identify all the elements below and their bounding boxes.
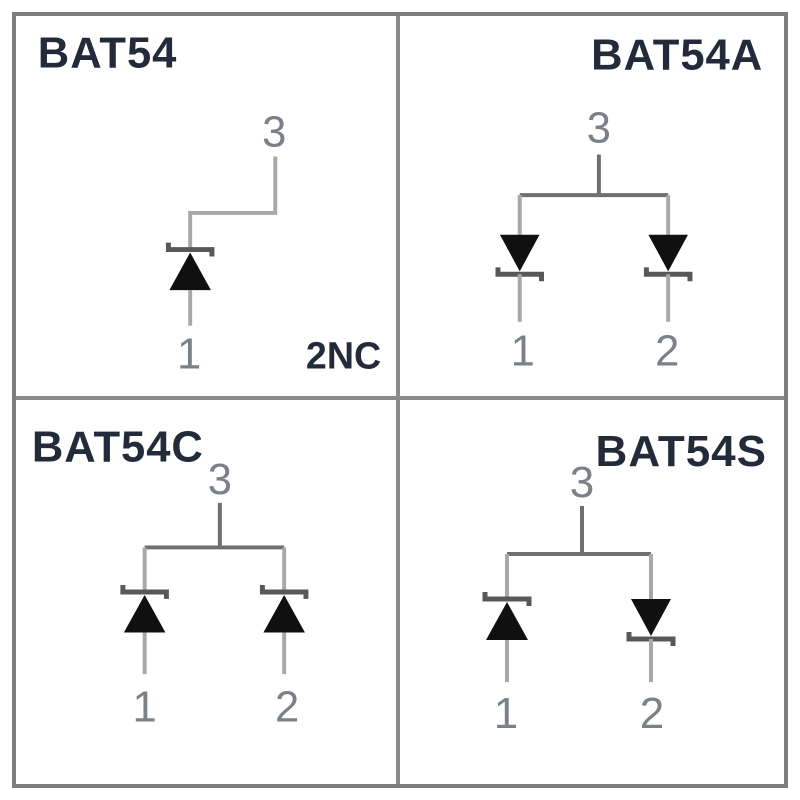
schottky-diode-up-right: [259, 585, 309, 633]
anode-triangle: [499, 234, 540, 272]
pin-label-1: 1: [133, 684, 157, 732]
panel-bat54s: BAT54S 3 1 2: [400, 400, 784, 784]
pin-label-1: 1: [177, 330, 201, 378]
anode-triangle: [169, 252, 211, 291]
cathode-bar: [259, 585, 309, 599]
schottky-diode-down-right: [626, 599, 676, 646]
bat54c-schematic: BAT54C 3 1 2: [32, 423, 309, 732]
pin-label-2: 2: [275, 684, 299, 732]
bat54a-schematic: BAT54A 3 1 2: [495, 31, 763, 375]
pin-label-3: 3: [570, 458, 594, 507]
pin-label-3: 3: [262, 109, 286, 157]
schottky-diode-up-left: [120, 585, 169, 633]
part-title-bat54s: BAT54S: [596, 427, 767, 476]
part-title-bat54a: BAT54A: [591, 31, 763, 79]
anode-triangle: [631, 599, 671, 636]
cathode-bar: [482, 592, 532, 606]
part-title-bat54c: BAT54C: [32, 423, 204, 471]
anode-triangle: [486, 602, 528, 640]
anode-triangle: [123, 594, 166, 633]
anode-triangle: [648, 234, 688, 272]
pin-label-2: 2: [640, 689, 664, 738]
pin-label-3: 3: [208, 456, 232, 504]
schottky-diode-up-left: [482, 592, 532, 640]
schottky-diode-down-right: [643, 234, 693, 282]
nc-note: 2NC: [306, 334, 381, 376]
anode-triangle: [263, 594, 305, 633]
pin-label-1: 1: [494, 689, 518, 738]
cathode-bar: [165, 242, 215, 257]
pinning-diagram-frame: BAT54 3 1 2NC BAT54A 3: [12, 12, 788, 788]
part-title-bat54: BAT54: [38, 29, 178, 77]
pin-label-1: 1: [511, 327, 535, 375]
pin-label-3: 3: [587, 105, 611, 153]
pin-label-2: 2: [655, 327, 679, 375]
bat54s-schematic: BAT54S 3 1 2: [482, 427, 767, 738]
panel-bat54a: BAT54A 3 1 2: [400, 16, 784, 400]
bat54-schematic: BAT54 3 1 2NC: [38, 29, 381, 378]
schottky-diode-up: [165, 242, 215, 291]
panel-bat54c: BAT54C 3 1 2: [16, 400, 400, 784]
wire-pin3-to-cathode: [188, 156, 278, 248]
schottky-diode-down-left: [495, 234, 544, 282]
panel-bat54: BAT54 3 1 2NC: [16, 16, 400, 400]
cathode-bar: [120, 585, 169, 599]
